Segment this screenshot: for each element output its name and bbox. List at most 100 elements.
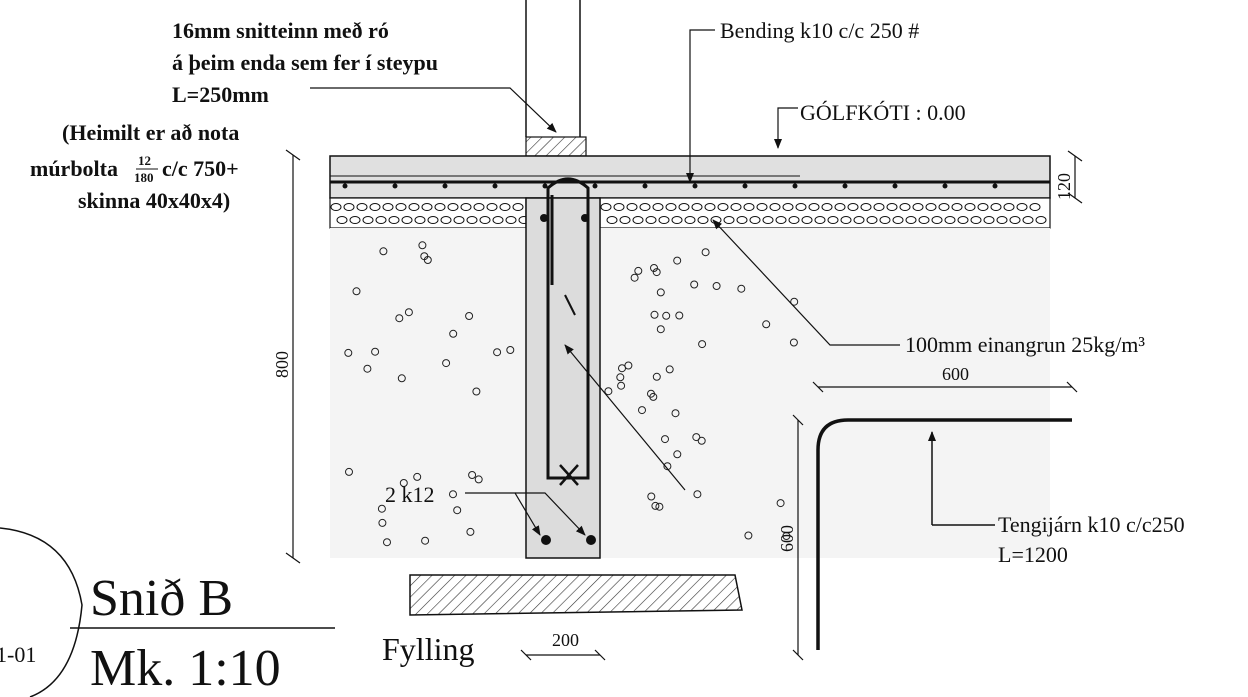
insulation-bead — [977, 203, 989, 211]
insulation-bead — [970, 216, 982, 224]
insulation-bead — [821, 203, 833, 211]
insulation-bead — [665, 203, 677, 211]
slab-rebar-dot — [442, 183, 448, 189]
gravel-stone — [690, 280, 699, 289]
insulation-bead — [801, 216, 813, 224]
wall-above — [525, 0, 587, 157]
insulation-bead — [600, 203, 612, 211]
insulation-bead — [460, 203, 472, 211]
gravel-stone — [697, 436, 706, 445]
insulation-bead — [782, 203, 794, 211]
slab-rebar-dot — [942, 183, 948, 189]
insulation-bead — [479, 216, 491, 224]
insulation-bead — [395, 203, 407, 211]
gravel-stone — [650, 310, 659, 319]
gravel-stone — [474, 475, 483, 484]
insulation-bead — [918, 216, 930, 224]
dimension-lines — [285, 149, 1083, 661]
gravel-stone — [693, 490, 702, 499]
gravel-stone — [442, 359, 451, 368]
insulation-bead — [756, 203, 768, 211]
insulation-bead — [925, 203, 937, 211]
gravel-stone — [345, 467, 353, 476]
gravel-stone — [647, 389, 655, 398]
gravel-stone — [468, 471, 477, 479]
insulation-bead — [697, 216, 709, 224]
insulation-label: 100mm einangrun 25kg/m³ — [905, 332, 1145, 357]
insulation-bead — [606, 216, 618, 224]
foundation-wall — [525, 177, 601, 559]
gravel-stone — [371, 347, 380, 356]
insulation-bead — [892, 216, 904, 224]
insulation-bead — [388, 216, 400, 224]
gravel-stone — [652, 372, 661, 381]
gravel-stone — [404, 308, 413, 317]
insulation-bead — [905, 216, 917, 224]
insulation-bead — [964, 203, 976, 211]
insulation-bead — [736, 216, 748, 224]
slab-rebar-dot — [592, 183, 598, 189]
gravel-stone — [604, 387, 613, 396]
gravel-stone — [420, 252, 429, 261]
dim-wall-width: 200 — [552, 630, 579, 650]
insulation-bead — [434, 203, 446, 211]
gravel-stone — [616, 373, 625, 382]
insulation-bead — [453, 216, 465, 224]
slab-rebar-dot — [492, 183, 498, 189]
slab-rebar-dot — [692, 183, 698, 189]
insulation-layer — [329, 197, 1051, 229]
gravel-stone — [744, 531, 753, 540]
gravel-stone — [665, 365, 674, 374]
gravel-stone — [413, 472, 422, 481]
gravel-stone — [472, 387, 481, 396]
leader-lines — [310, 29, 900, 536]
alt-note-line1: (Heimilt er að nota — [62, 120, 239, 145]
gravel-stone — [651, 501, 660, 510]
tie-bar-length: L=1200 — [998, 542, 1068, 567]
insulation-bead — [879, 216, 891, 224]
insulation-bead — [866, 216, 878, 224]
insulation-bead — [505, 216, 517, 224]
insulation-bead — [762, 216, 774, 224]
insulation-bead — [860, 203, 872, 211]
floor-level-label: GÓLFKÓTI : 0.00 — [800, 100, 966, 125]
insulation-bead — [749, 216, 761, 224]
insulation-bead — [440, 216, 452, 224]
insulation-bead — [938, 203, 950, 211]
gravel-stone — [673, 256, 682, 265]
insulation-bead — [730, 203, 742, 211]
slab-rebar-dot — [342, 183, 348, 189]
insulation-bead — [847, 203, 859, 211]
drawing-title: Snið B — [90, 570, 233, 627]
insulation-bead — [795, 203, 807, 211]
insulation-bead — [671, 216, 683, 224]
slab-rebar-dot — [742, 183, 748, 189]
insulation-bead — [414, 216, 426, 224]
alt-note-line3: skinna 40x40x4) — [78, 188, 230, 213]
slab-rebar-dot — [642, 183, 648, 189]
title-block — [0, 527, 335, 697]
gravel-stone — [782, 532, 791, 540]
footing-fill — [409, 574, 743, 616]
gravel-stone — [352, 287, 361, 296]
gravel-stone — [453, 506, 462, 515]
insulation-bead — [343, 203, 355, 211]
insulation-bead — [834, 203, 846, 211]
insulation-bead — [840, 216, 852, 224]
gravel-stone — [712, 282, 721, 290]
insulation-bead — [652, 203, 664, 211]
gravel-stone — [650, 264, 658, 272]
gravel-stone — [383, 538, 391, 547]
insulation-bead — [1003, 203, 1015, 211]
slab-rebar-dot — [542, 183, 548, 189]
gravel-stone — [661, 435, 669, 444]
dim-slab: 120 — [1054, 173, 1074, 200]
dim-foundation-height: 800 — [272, 351, 292, 378]
insulation-bead — [401, 216, 413, 224]
slab-rebar-dot — [792, 183, 798, 189]
alt-fraction-denominator: 180 — [134, 170, 154, 185]
insulation-bead — [356, 203, 368, 211]
gravel-stone — [399, 479, 408, 487]
gravel-stone — [493, 348, 502, 357]
